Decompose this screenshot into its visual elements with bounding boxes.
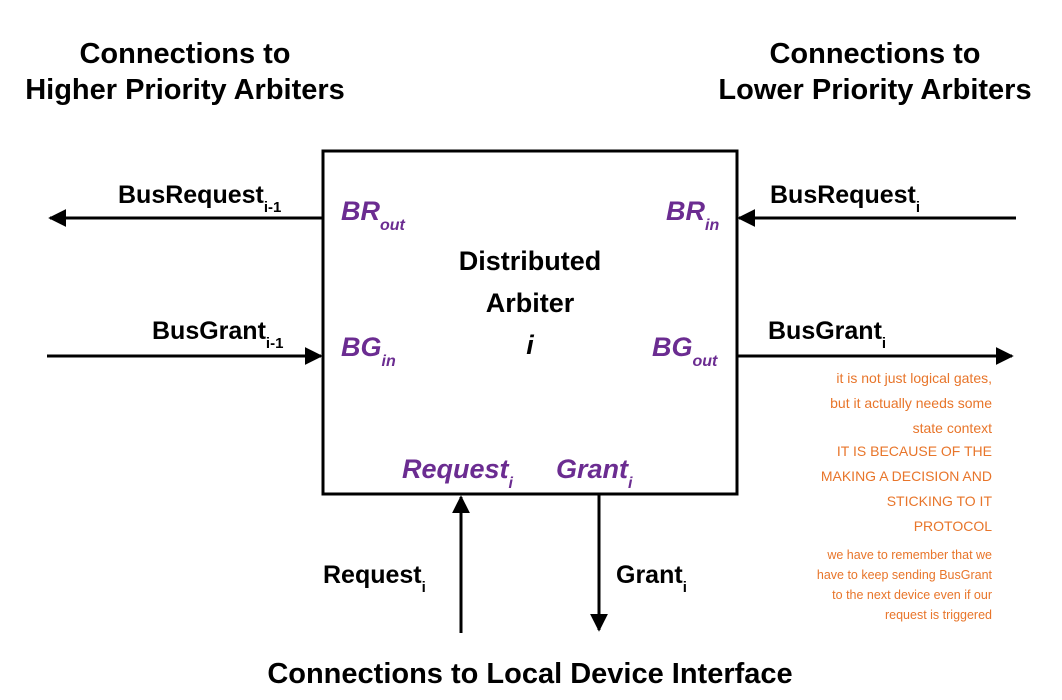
annotation-line: we have to remember that we: [827, 548, 992, 562]
heading-higher-line2: Higher Priority Arbiters: [25, 74, 345, 106]
heading-higher-priority: Connections to Higher Priority Arbiters: [10, 36, 360, 108]
annotation-line: request is triggered: [884, 608, 992, 622]
annotation-line: state context: [912, 420, 992, 436]
heading-lower-line2: Lower Priority Arbiters: [718, 74, 1032, 106]
annotation-line: it is not just logical gates,: [836, 370, 992, 386]
annotation-busgrant: we have to remember that we have to keep…: [817, 545, 992, 625]
annotation-line: have to keep sending BusGrant: [816, 568, 992, 582]
heading-lower-priority: Connections to Lower Priority Arbiters: [700, 36, 1050, 108]
annotation-state-context: it is not just logical gates, but it act…: [830, 366, 992, 441]
heading-higher-line1: Connections to: [79, 38, 291, 70]
port-bg-in: BGin: [341, 332, 396, 370]
annotation-line: STICKING TO IT: [886, 493, 992, 509]
arbiter-index: i: [526, 330, 534, 360]
port-br-out: BRout: [341, 196, 405, 234]
heading-local-device: Connections to Local Device Interface: [267, 658, 793, 690]
busrequest-cur-label: BusRequesti: [770, 181, 921, 216]
port-grant: Granti: [556, 454, 633, 492]
annotation-line: MAKING A DECISION AND: [820, 468, 992, 484]
grant-local-label: Granti: [616, 561, 687, 596]
busgrant-prev-label: BusGranti-1: [152, 317, 284, 352]
annotation-line: IT IS BECAUSE OF THE: [836, 443, 992, 459]
arbiter-title-line1: Distributed: [458, 246, 602, 276]
heading-lower-line1: Connections to: [769, 38, 981, 70]
annotation-line: but it actually needs some: [830, 395, 992, 411]
annotation-line: PROTOCOL: [913, 518, 992, 534]
port-br-in: BRin: [666, 196, 720, 234]
arbiter-box: [321, 149, 739, 496]
annotation-line: to the next device even if our: [832, 588, 992, 602]
port-request: Requesti: [402, 454, 513, 492]
annotation-protocol: IT IS BECAUSE OF THE MAKING A DECISION A…: [821, 439, 992, 539]
arbiter-title-line2: Arbiter: [485, 288, 575, 318]
port-bg-out: BGout: [652, 332, 718, 370]
busgrant-cur-label: BusGranti: [768, 317, 887, 352]
busrequest-prev-label: BusRequesti-1: [118, 181, 282, 216]
request-local-label: Requesti: [323, 561, 426, 596]
